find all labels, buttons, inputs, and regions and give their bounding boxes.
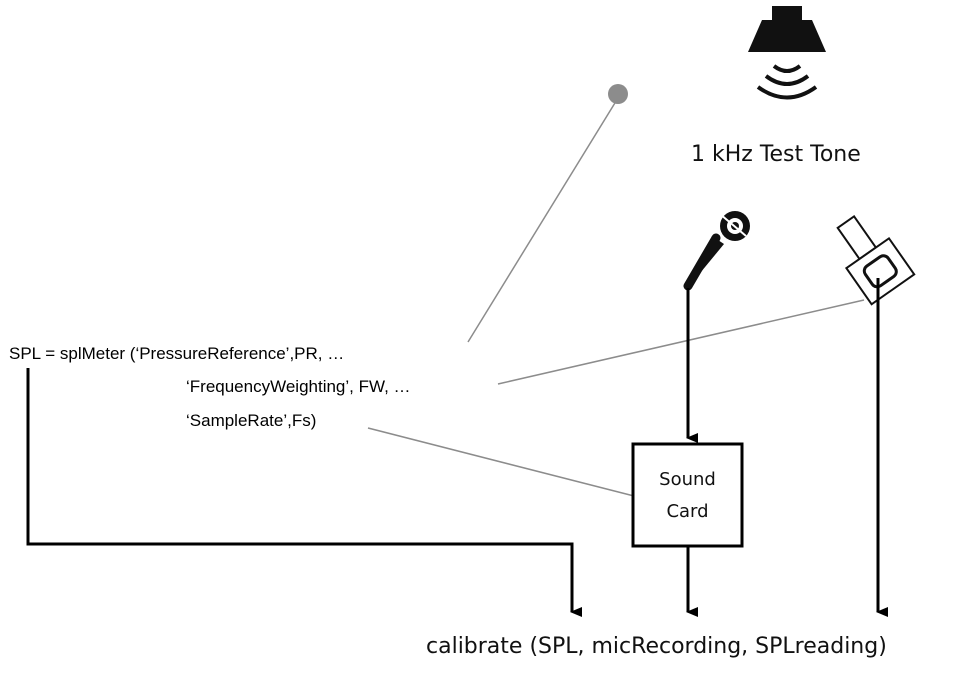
code-line-3: ‘SampleRate’,Fs) [186,411,317,430]
sound-card-label-line2: Card [666,501,709,522]
sound-card-box [631,442,744,548]
spl-meter-icon [836,214,916,306]
calibrate-call: calibrate (SPL, micRecording, SPLreading… [426,634,887,659]
code-line-1: SPL = splMeter (‘PressureReference’,PR, … [9,344,345,363]
sound-card-label-line1: Sound [659,469,716,490]
test-tone-label: 1 kHz Test Tone [691,142,861,167]
sample-rate-leader [367,427,635,497]
speaker-icon [748,6,826,100]
pressure-reference-leader [467,97,619,343]
pressure-reference-dot [608,84,628,104]
leader-lines [367,84,865,497]
flow-arrows [26,278,888,617]
spl-to-calibrate-arrow [26,368,582,617]
frequency-weighting-leader [497,299,865,385]
code-line-2: ‘FrequencyWeighting’, FW, … [186,377,411,396]
microphone-icon [683,211,750,291]
